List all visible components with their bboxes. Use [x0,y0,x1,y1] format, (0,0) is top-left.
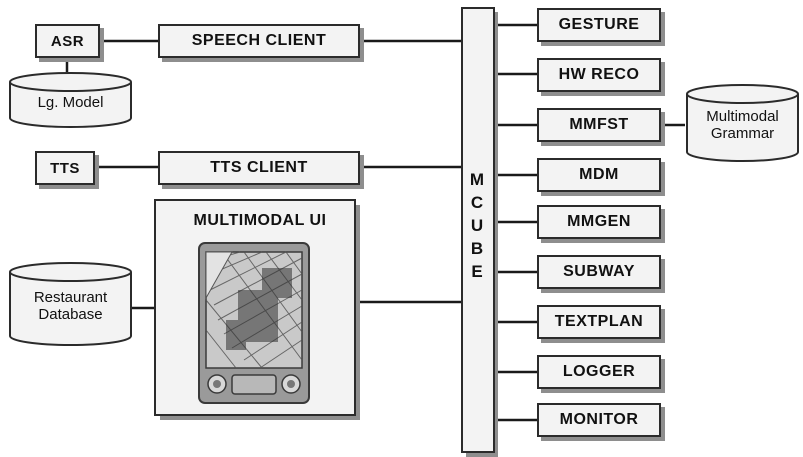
mmfst-label: MMFST [569,116,629,133]
monitor-module: MONITOR [537,403,661,437]
mcube-bar [461,7,495,453]
tts-box: TTS [35,151,95,185]
mcube-letter-u: U [470,216,484,235]
mcube-letter-m: M [469,170,485,189]
mmgen-module: MMGEN [537,205,661,239]
subway-module: SUBWAY [537,255,661,289]
restaurant-database-line-1: Restaurant [33,289,108,306]
speech-client-label: SPEECH CLIENT [191,32,327,49]
tts-client-box: TTS CLIENT [158,151,360,185]
mmgen-label: MMGEN [567,213,631,230]
logger-module: LOGGER [537,355,661,389]
multimodal-grammar-line-1: Multimodal [706,108,779,125]
lg-model-cylinder [9,72,132,128]
lg-model-label: Lg. Model [37,94,104,111]
multimodal-grammar-label: Multimodal Grammar [687,108,798,142]
mdm-label: MDM [579,166,619,183]
mcube-letter-b: B [470,239,484,258]
gesture-module: GESTURE [537,8,661,42]
textplan-module: TEXTPLAN [537,305,661,339]
multimodal-grammar-cylinder [686,84,799,162]
textplan-label: TEXTPLAN [554,313,644,330]
mcube-letter-e: E [471,262,483,281]
mcube-letter-c: C [470,193,484,212]
asr-box: ASR [35,24,100,58]
monitor-label: MONITOR [559,411,639,428]
speech-client-box: SPEECH CLIENT [158,24,360,58]
gesture-label: GESTURE [558,16,640,33]
hw-reco-label: HW RECO [558,66,640,83]
asr-label: ASR [50,32,85,50]
multimodal-grammar-line-2: Grammar [710,125,775,142]
hw-reco-module: HW RECO [537,58,661,92]
mdm-module: MDM [537,158,661,192]
mmfst-module: MMFST [537,108,661,142]
tts-client-label: TTS CLIENT [210,159,308,176]
handheld-device-icon [198,242,310,404]
tts-label: TTS [50,159,80,177]
subway-label: SUBWAY [563,263,635,280]
multimodal-ui-title: MULTIMODAL UI [193,212,327,229]
restaurant-database-line-2: Database [38,306,103,323]
restaurant-database-cylinder [9,262,132,346]
logger-label: LOGGER [562,363,636,380]
restaurant-database-label: Restaurant Database [10,289,131,323]
